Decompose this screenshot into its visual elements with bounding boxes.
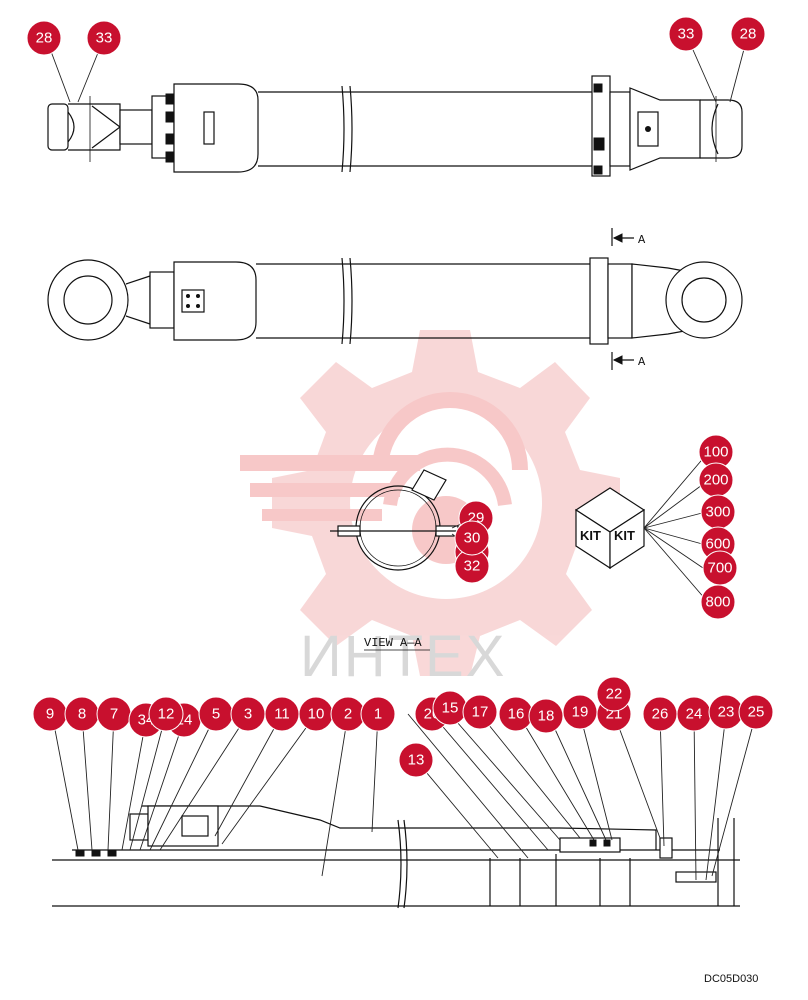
callout-badge-28-right: 28: [730, 16, 766, 52]
callout-badge-9: 9: [32, 696, 68, 732]
svg-text:8: 8: [78, 706, 86, 723]
callout-badge-10: 10: [298, 696, 334, 732]
callout-badge-12: 12: [148, 696, 184, 732]
svg-text:5: 5: [212, 706, 220, 723]
svg-text:15: 15: [442, 700, 459, 717]
callout-badge-33-left: 33: [86, 20, 122, 56]
kit-text-left: KIT: [580, 528, 601, 543]
callout-badge-8: 8: [64, 696, 100, 732]
callout-badge-2: 2: [330, 696, 366, 732]
cylinder-section-view: [52, 805, 740, 909]
callout-badge-16: 16: [498, 696, 534, 732]
callout-badge-1: 1: [360, 696, 396, 732]
svg-text:600: 600: [705, 536, 730, 553]
callout-badge-7: 7: [96, 696, 132, 732]
cylinder-eye-view: [47, 228, 743, 370]
svg-text:11: 11: [274, 706, 290, 723]
callout-badge-26: 26: [642, 696, 678, 732]
svg-text:16: 16: [508, 706, 525, 723]
svg-text:32: 32: [464, 558, 481, 575]
svg-text:10: 10: [308, 706, 325, 723]
callout-badge-15: 15: [432, 690, 468, 726]
view-label: VIEW A—A: [364, 636, 422, 650]
svg-text:100: 100: [703, 444, 728, 461]
svg-text:19: 19: [572, 704, 589, 721]
callout-badge-3: 3: [230, 696, 266, 732]
callout-badge-23: 23: [708, 694, 744, 730]
svg-text:700: 700: [707, 560, 732, 577]
svg-text:200: 200: [703, 472, 728, 489]
callout-badge-28-left: 28: [26, 20, 62, 56]
drawing-code: DC05D030: [704, 973, 758, 985]
callout-badge-19: 19: [562, 694, 598, 730]
callout-badge-13: 13: [398, 742, 434, 778]
callout-badge-22: 22: [596, 676, 632, 712]
svg-text:24: 24: [686, 706, 703, 723]
svg-text:25: 25: [748, 704, 765, 721]
svg-text:13: 13: [408, 752, 425, 769]
callout-badge-300: 300: [700, 494, 736, 530]
svg-text:28: 28: [36, 30, 53, 47]
svg-text:7: 7: [110, 706, 118, 723]
callout-badge-800: 800: [700, 584, 736, 620]
svg-text:17: 17: [472, 704, 489, 721]
svg-text:23: 23: [718, 704, 735, 721]
callout-badge-200: 200: [698, 462, 734, 498]
cylinder-top-view: [47, 75, 743, 177]
svg-text:18: 18: [538, 708, 555, 725]
kit-text-right: KIT: [614, 528, 635, 543]
callout-badge-5: 5: [198, 696, 234, 732]
svg-text:28: 28: [740, 26, 757, 43]
callout-badge-17: 17: [462, 694, 498, 730]
svg-text:300: 300: [705, 504, 730, 521]
svg-text:30: 30: [464, 530, 481, 547]
callout-badge-18: 18: [528, 698, 564, 734]
section-marker-bottom: A: [638, 355, 646, 369]
svg-text:1: 1: [374, 706, 382, 723]
callout-badge-25: 25: [738, 694, 774, 730]
kit-box-icon: [574, 487, 646, 570]
callout-badge-700: 700: [702, 550, 738, 586]
svg-text:2: 2: [344, 706, 352, 723]
svg-text:33: 33: [678, 26, 695, 43]
callout-badge-11: 11: [264, 696, 300, 732]
watermark-text: ИНТЕХ: [300, 624, 506, 689]
section-marker-top: A: [638, 233, 646, 247]
callout-badge-30: 30: [454, 520, 490, 556]
svg-text:3: 3: [244, 706, 252, 723]
clamp-view-aa: [330, 469, 466, 571]
svg-text:9: 9: [46, 706, 54, 723]
callout-leaders: [45, 33, 757, 881]
svg-text:12: 12: [158, 706, 175, 723]
callout-badge-32: 32: [454, 548, 490, 584]
callout-badge-24: 24: [676, 696, 712, 732]
svg-text:26: 26: [652, 706, 669, 723]
svg-text:800: 800: [705, 594, 730, 611]
svg-text:22: 22: [606, 686, 623, 703]
svg-text:33: 33: [96, 30, 113, 47]
callout-badge-33-right: 33: [668, 16, 704, 52]
